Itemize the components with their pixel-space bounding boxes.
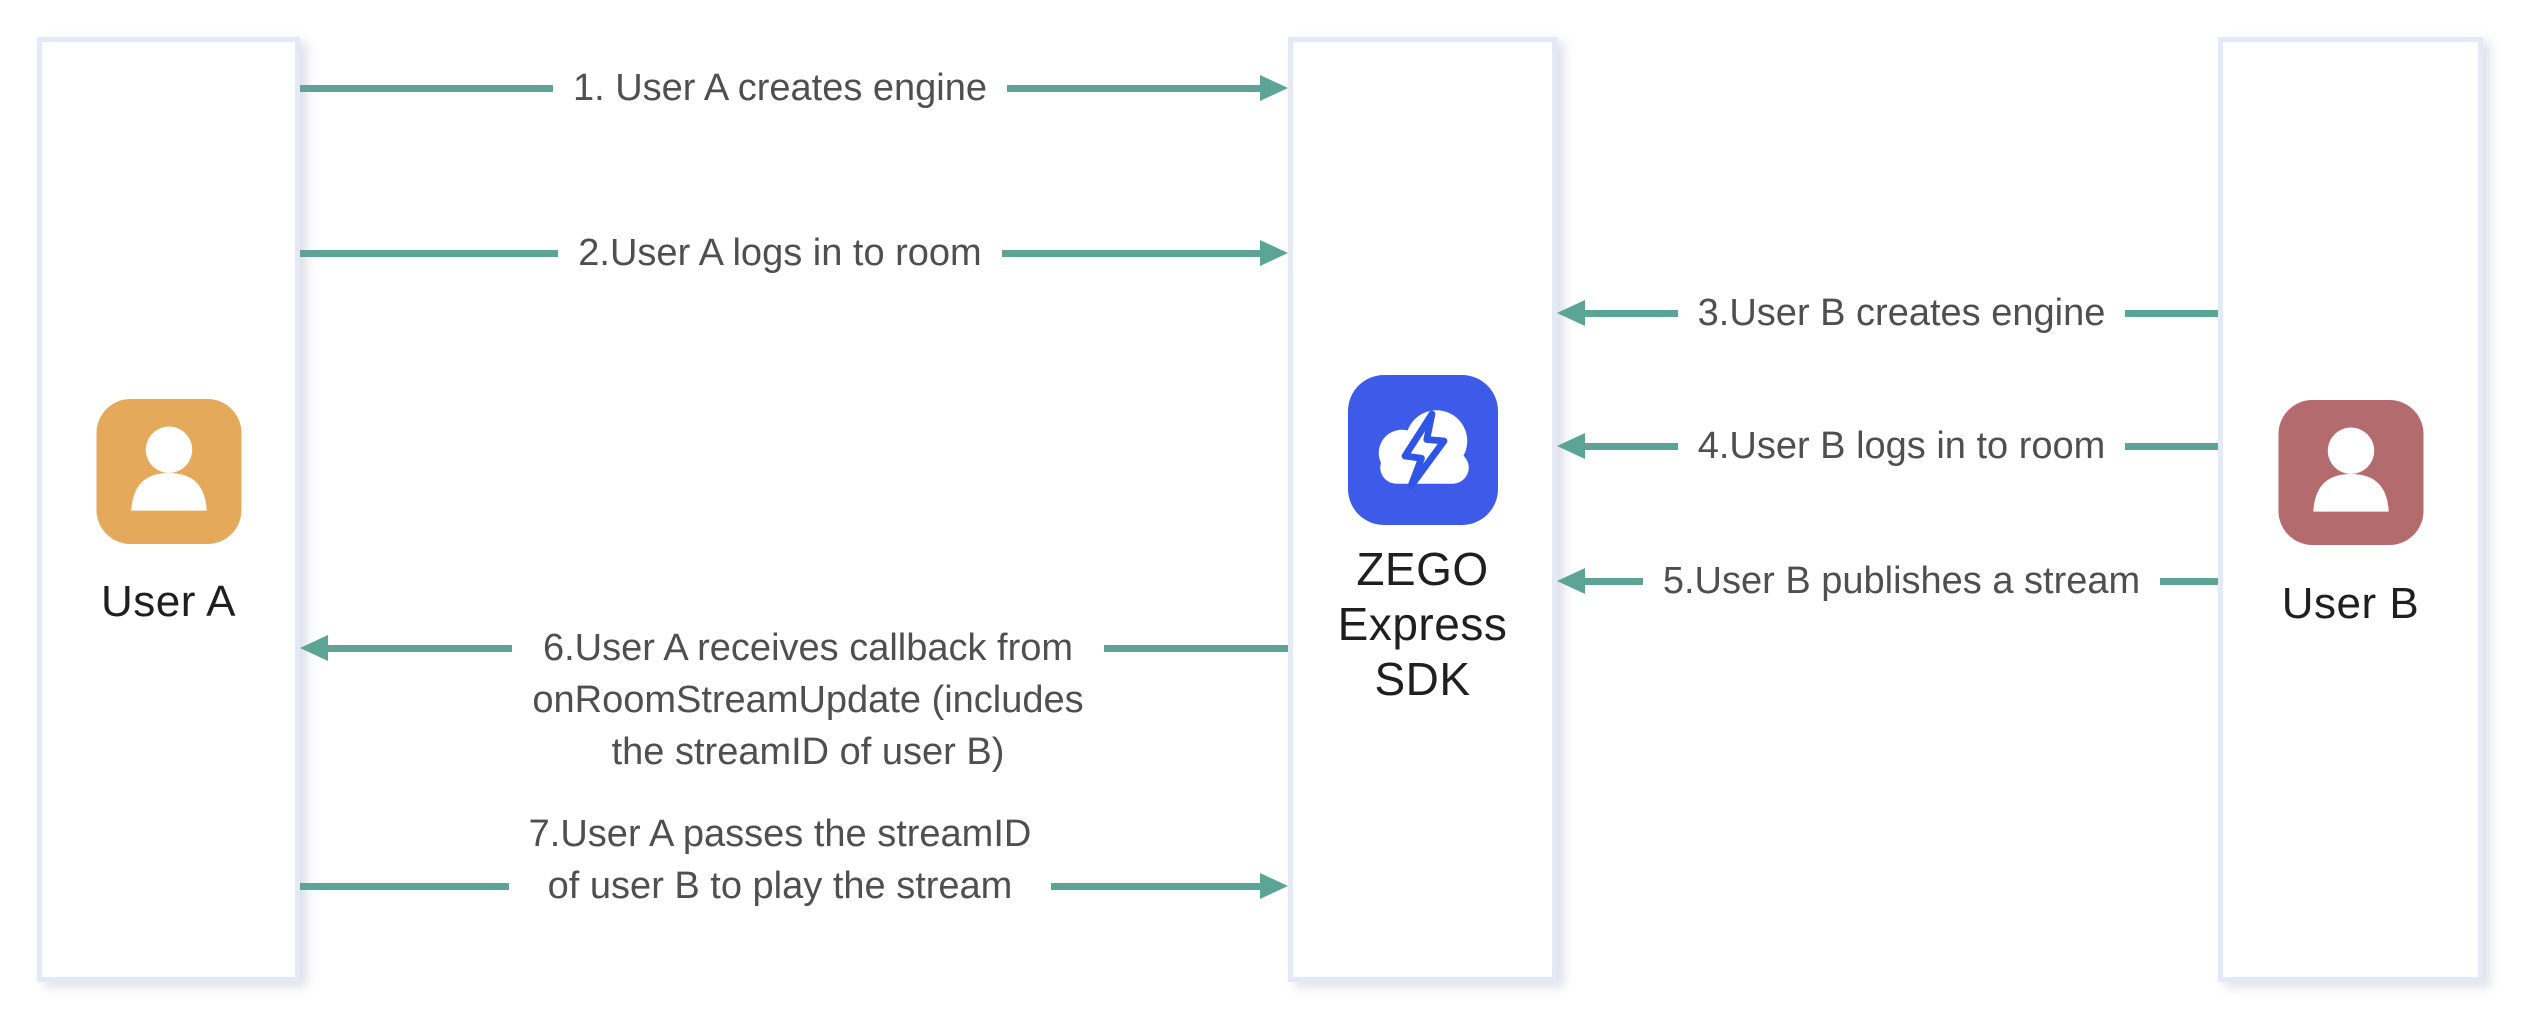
arrow-line xyxy=(2160,577,2219,585)
arrow-label-line: 5.User B publishes a stream xyxy=(1662,560,2141,602)
arrow-line xyxy=(1585,442,1678,450)
arrowhead-left-icon xyxy=(1557,433,1585,459)
arrow-line xyxy=(2125,309,2219,317)
actor-zego-sdk-label: ZEGO Express SDK xyxy=(1293,542,1552,707)
actor-user-a: User A xyxy=(37,37,300,982)
arrow-step-7: 7.User A passes the streamID of user B t… xyxy=(300,813,1289,912)
arrow-step-3: 3.User B creates engine xyxy=(1557,287,2219,339)
person-icon xyxy=(96,399,241,544)
arrow-line xyxy=(300,249,559,257)
cloud-bolt-icon xyxy=(1347,375,1498,525)
arrow-step-2-label: 2.User A logs in to room xyxy=(558,227,1001,279)
arrow-label-line: 3.User B creates engine xyxy=(1697,292,2106,334)
arrow-label-line: 2.User A logs in to room xyxy=(578,232,982,274)
arrow-line xyxy=(1103,644,1288,652)
arrow-step-4-label: 4.User B logs in to room xyxy=(1678,420,2126,472)
arrow-step-2: 2.User A logs in to room xyxy=(300,227,1289,279)
actor-zego-sdk: ZEGO Express SDK xyxy=(1288,37,1557,982)
arrow-line xyxy=(1585,577,1643,585)
arrow-line xyxy=(300,84,553,92)
arrow-label-line: 7.User A passes the streamID xyxy=(528,813,1032,855)
arrowhead-left-icon xyxy=(300,635,328,661)
arrow-line xyxy=(1007,84,1260,92)
person-icon xyxy=(2278,400,2423,545)
arrow-step-3-label: 3.User B creates engine xyxy=(1678,287,2126,339)
arrow-label-line: 6.User A receives callback from xyxy=(542,627,1074,669)
arrow-label-line: onRoomStreamUpdate (includes xyxy=(532,679,1084,721)
actor-user-a-label: User A xyxy=(100,577,237,626)
actor-user-b: User B xyxy=(2218,37,2483,982)
arrow-line xyxy=(1051,882,1261,890)
arrow-label-line: of user B to play the stream xyxy=(547,865,1013,907)
sdk-label-line: Express xyxy=(1337,598,1508,650)
arrow-line xyxy=(328,644,513,652)
arrowhead-right-icon xyxy=(1260,240,1289,266)
arrow-step-4: 4.User B logs in to room xyxy=(1557,420,2219,472)
arrow-step-1-label: 1. User A creates engine xyxy=(553,62,1007,114)
arrow-label-line: 1. User A creates engine xyxy=(572,67,988,109)
arrowhead-left-icon xyxy=(1557,568,1585,594)
arrow-line xyxy=(2125,442,2219,450)
arrow-label-line: 4.User B logs in to room xyxy=(1697,425,2106,467)
arrow-step-6-label: 6.User A receives callback from onRoomSt… xyxy=(512,622,1103,773)
arrowhead-right-icon xyxy=(1260,75,1288,101)
arrowhead-right-icon xyxy=(1260,873,1289,899)
arrow-line xyxy=(1001,249,1261,257)
arrow-label-line: the streamID of user B) xyxy=(611,731,1005,773)
arrow-step-7-label: 7.User A passes the streamID of user B t… xyxy=(509,813,1052,912)
arrow-step-1: 1. User A creates engine xyxy=(300,62,1288,114)
arrow-step-6: 6.User A receives callback from onRoomSt… xyxy=(300,622,1288,773)
arrow-step-5: 5.User B publishes a stream xyxy=(1557,555,2219,607)
actor-user-b-label: User B xyxy=(2281,579,2420,628)
sdk-label-line: ZEGO xyxy=(1356,543,1489,595)
arrow-line xyxy=(1585,309,1678,317)
arrow-step-5-label: 5.User B publishes a stream xyxy=(1643,555,2160,607)
sdk-label-line: SDK xyxy=(1374,653,1471,705)
arrow-line xyxy=(300,882,509,890)
arrowhead-left-icon xyxy=(1557,300,1585,326)
